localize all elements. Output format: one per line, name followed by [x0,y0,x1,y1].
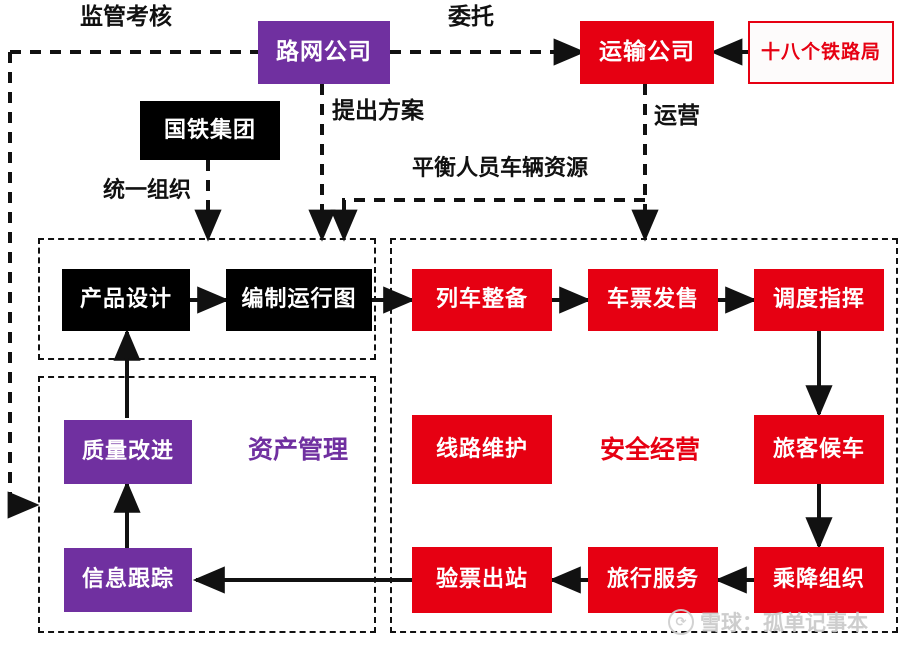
node-line-maintenance[interactable]: 线路维护 [412,415,552,484]
node-quality-improvement[interactable]: 质量改进 [64,420,192,484]
node-label: 线路维护 [435,436,528,462]
node-label: 编制运行图 [241,287,357,312]
panel-product-design [38,238,376,360]
node-dispatch-command[interactable]: 调度指挥 [754,269,884,331]
node-ticket-check-exit[interactable]: 验票出站 [412,547,552,613]
node-label: 乘降组织 [772,567,865,592]
node-label: 国铁集团 [163,117,256,143]
node-label: 旅客候车 [772,436,865,462]
label-operate: 运营 [654,103,700,129]
node-transport-company[interactable]: 运输公司 [580,21,714,84]
edge-balance-resources [330,198,645,242]
label-unified-organization: 统一组织 [103,178,192,203]
node-train-preparation[interactable]: 列车整备 [412,269,552,331]
node-roadnet-company[interactable]: 路网公司 [258,21,390,84]
node-label: 调度指挥 [772,287,865,312]
node-passenger-waiting[interactable]: 旅客候车 [754,415,884,484]
snowball-logo-icon: ⟳ [668,609,694,635]
node-travel-service[interactable]: 旅行服务 [588,547,718,613]
node-information-tracking[interactable]: 信息跟踪 [64,548,192,612]
label-supervise: 监管考核 [80,4,172,30]
watermark-text: 雪球：孤单记事本 [700,611,868,635]
node-label: 验票出站 [435,567,528,592]
label-propose-plan: 提出方案 [332,98,424,124]
node-china-railway-group[interactable]: 国铁集团 [140,101,280,160]
node-product-design[interactable]: 产品设计 [62,269,190,331]
node-label: 产品设计 [79,287,172,312]
label-entrust: 委托 [448,4,494,30]
node-label: 旅行服务 [606,567,699,592]
watermark: ⟳ 雪球：孤单记事本 [668,607,868,637]
node-label: 信息跟踪 [81,567,174,592]
node-boarding-alighting[interactable]: 乘降组织 [754,547,884,613]
group-label-asset-management: 资产管理 [248,435,349,464]
node-compile-timetable[interactable]: 编制运行图 [226,269,372,331]
node-label: 路网公司 [276,39,372,65]
node-ticket-sales[interactable]: 车票发售 [588,269,718,331]
node-label: 列车整备 [435,287,528,312]
node-label: 运输公司 [599,39,695,65]
panel-asset-management [38,376,376,633]
node-label: 质量改进 [81,439,174,464]
group-label-safe-operation: 安全经营 [600,435,701,464]
node-label: 十八个铁路局 [760,41,881,63]
node-label: 车票发售 [606,287,699,312]
panel-safe-operation [390,238,898,633]
node-eighteen-railway-bureaus[interactable]: 十八个铁路局 [748,21,894,84]
label-balance-resources: 平衡人员车辆资源 [412,156,589,181]
